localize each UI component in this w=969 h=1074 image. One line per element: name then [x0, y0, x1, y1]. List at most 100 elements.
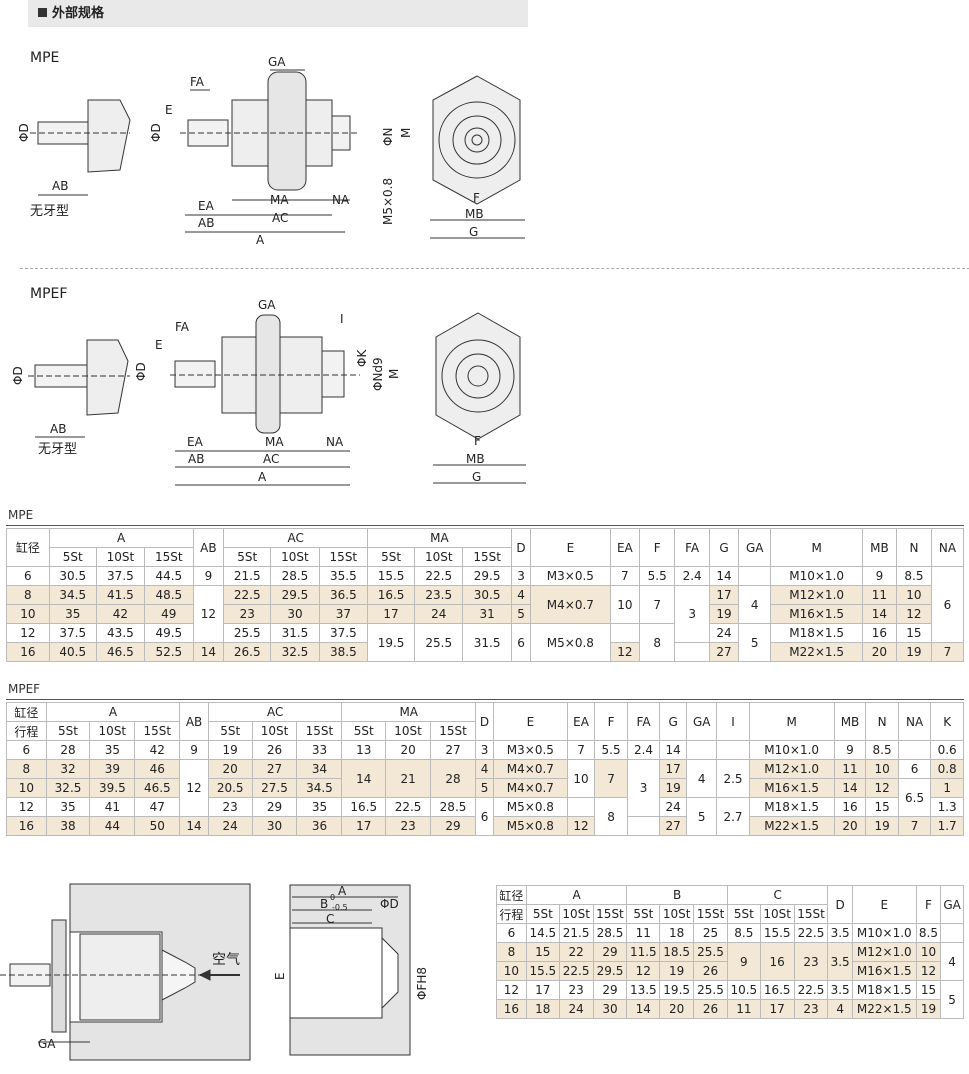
table-cell: M12×1.0 — [770, 585, 863, 605]
table-cell: 19.5 — [659, 980, 695, 1000]
table-cell: 36 — [296, 816, 343, 836]
sub-header: 5St — [223, 547, 272, 567]
table-cell: 7 — [594, 759, 628, 798]
table-cell: 49 — [144, 604, 194, 624]
table-cell: 37.5 — [318, 623, 369, 643]
table-cell: M12×1.0 — [748, 759, 835, 779]
table-cell: 34.5 — [48, 585, 97, 605]
table-cell: M16×1.5 — [770, 604, 863, 624]
table-cell: 23 — [385, 816, 432, 836]
table-cell: 30 — [270, 604, 320, 624]
table-cell — [609, 623, 641, 643]
sub-header: 15St — [430, 721, 477, 741]
col-header: EA — [566, 702, 596, 741]
table-cell: 31.5 — [270, 623, 320, 643]
col-header: MB — [861, 528, 897, 567]
table-cell: 14 — [833, 778, 867, 798]
mount-dim-c: C — [326, 912, 334, 926]
table-cell: 36.5 — [318, 585, 369, 605]
col-header: A — [45, 702, 181, 722]
mount-dim-a: A — [338, 884, 347, 898]
table-cell: 6 — [930, 566, 965, 643]
table-cell: M5×0.8 — [530, 623, 611, 662]
table-cell: 32 — [45, 759, 91, 779]
mpef-dim-i: I — [340, 312, 344, 326]
mount-dim-fh8: ΦFH8 — [415, 967, 429, 1000]
table-cell: 10 — [6, 778, 47, 798]
mpef-no-thread-label: 无牙型 — [38, 442, 77, 457]
mpef-figure-label: MPEF — [30, 286, 68, 302]
table-cell: M4×0.7 — [530, 585, 611, 624]
table-cell: 16 — [496, 999, 527, 1019]
table-cell: 38 — [45, 816, 91, 836]
dim-ab2: AB — [198, 216, 214, 230]
table-cell: 24 — [207, 816, 253, 836]
section-header: 外部规格 — [28, 0, 528, 27]
table-cell: 10 — [496, 961, 527, 981]
table-cell: 6 — [6, 566, 50, 586]
table-cell: 3 — [626, 759, 661, 817]
table-cell: 0.8 — [930, 759, 964, 779]
table-cell: 9 — [179, 740, 209, 760]
table-cell: 4 — [686, 759, 718, 798]
table-cell: M3×0.5 — [530, 566, 611, 586]
table-cell: M18×1.5 — [770, 623, 863, 643]
col-header: MA — [367, 528, 512, 548]
dim-f: F — [473, 191, 480, 205]
dim-d2: ΦD — [149, 123, 163, 142]
square-icon — [38, 8, 47, 17]
table-cell: 15 — [915, 980, 942, 1000]
mpef-dim-g: G — [472, 470, 481, 484]
table-cell: 23 — [793, 942, 829, 981]
table-cell: 10 — [609, 585, 641, 624]
divider — [20, 268, 969, 269]
table-cell: 19 — [865, 816, 899, 836]
mpe-side-drawing: ΦD AB 无牙型 E FA ΦD GA EA MA NA AB AC A ΦN… — [17, 55, 413, 247]
air-label: 空气 — [212, 952, 240, 968]
table-cell: 20 — [861, 642, 897, 662]
table-cell: M4×0.7 — [493, 759, 568, 779]
col-header: 行程 — [6, 721, 47, 741]
table-cell: 5 — [475, 778, 495, 798]
mpef-dim-na: NA — [326, 435, 344, 449]
table-cell: M3×0.5 — [493, 740, 568, 760]
table-cell: 33 — [296, 740, 343, 760]
table-cell: 44 — [89, 816, 136, 836]
table-cell: 19.5 — [367, 623, 416, 662]
mount-dim-ga: GA — [38, 1037, 56, 1051]
col-header: I — [716, 702, 750, 741]
table-cell — [674, 642, 711, 662]
mount-dim-e: E — [273, 972, 287, 980]
mpe-figure-label: MPE — [30, 50, 60, 66]
table-cell: 37.5 — [48, 623, 97, 643]
table-cell: 14.5 — [525, 923, 560, 943]
table-cell: 32.5 — [270, 642, 320, 662]
col-header: 缸径 — [496, 885, 527, 905]
table-cell: 12 — [609, 642, 641, 662]
col-header: 缸径 — [6, 528, 50, 567]
table-cell: 23 — [558, 980, 594, 1000]
table-cell: 17 — [341, 816, 387, 836]
table-cell: M16×1.5 — [851, 961, 917, 981]
dim-m5: M5×0.8 — [381, 178, 395, 225]
dim-ab: AB — [52, 179, 68, 193]
table-cell: 20.5 — [207, 778, 253, 798]
col-header: AC — [207, 702, 343, 722]
table-cell — [940, 923, 964, 943]
mpef-dim-ab2: AB — [188, 452, 204, 466]
table-cell: 34 — [296, 759, 343, 779]
table-cell: 16.5 — [341, 797, 387, 817]
table-cell: 19 — [207, 740, 253, 760]
mpef-table-rule — [6, 699, 964, 700]
table-cell: 11 — [833, 759, 867, 779]
table-cell: 25.5 — [414, 623, 464, 662]
table-cell: 35 — [296, 797, 343, 817]
